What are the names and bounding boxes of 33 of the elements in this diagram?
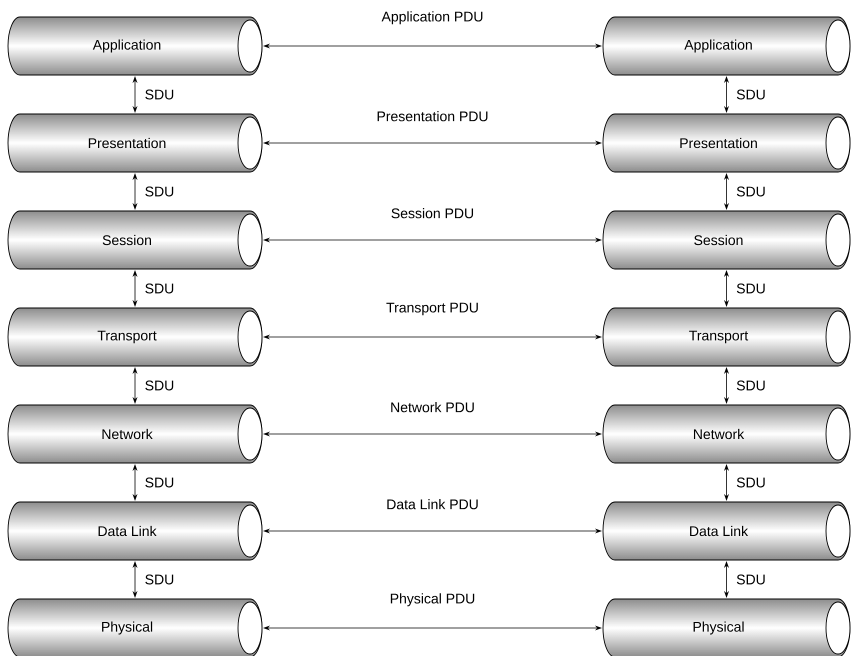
edge-label: SDU <box>736 284 765 294</box>
layer-cylinder: Application <box>8 16 262 76</box>
layer-cylinder: Data Link <box>8 502 262 560</box>
edge-label: SDU <box>145 90 174 100</box>
edge-label: Network PDU <box>391 402 474 412</box>
edge-label: SDU <box>736 478 765 488</box>
layer-cylinder: Presentation <box>8 114 262 172</box>
edge-label: SDU <box>145 478 174 488</box>
edge-label: Application PDU <box>382 11 482 24</box>
edge-label: SDU <box>145 574 174 584</box>
edge-label: Data Link PDU <box>387 499 478 510</box>
edge-label: Presentation PDU <box>378 111 488 122</box>
layer-cylinder: Physical <box>8 598 262 656</box>
edge-label: SDU <box>736 380 765 390</box>
edge-label: Transport PDU <box>386 302 478 316</box>
layer-cylinder: Application <box>602 16 850 76</box>
layer-cylinder: Network <box>8 404 262 464</box>
layer-cylinder: Transport <box>8 308 262 366</box>
edge-label: SDU <box>145 186 174 196</box>
layer-cylinder: Presentation <box>602 114 850 172</box>
edge-label: Session PDU <box>392 208 474 218</box>
edge-label: Physical PDU <box>390 593 474 606</box>
layer-cylinder: Physical <box>602 598 850 656</box>
edge-label: SDU <box>736 186 765 196</box>
layer-cylinder: Network <box>602 404 850 464</box>
layer-cylinder: Data Link <box>602 502 850 560</box>
layer-cylinder: Session <box>8 210 262 270</box>
layer-cylinder: Transport <box>602 308 850 366</box>
edge-label: SDU <box>145 380 174 390</box>
edge-label: SDU <box>736 90 765 100</box>
layer-cylinder: Session <box>602 210 850 270</box>
edge-label: SDU <box>736 574 765 584</box>
edge-label: SDU <box>145 284 174 294</box>
